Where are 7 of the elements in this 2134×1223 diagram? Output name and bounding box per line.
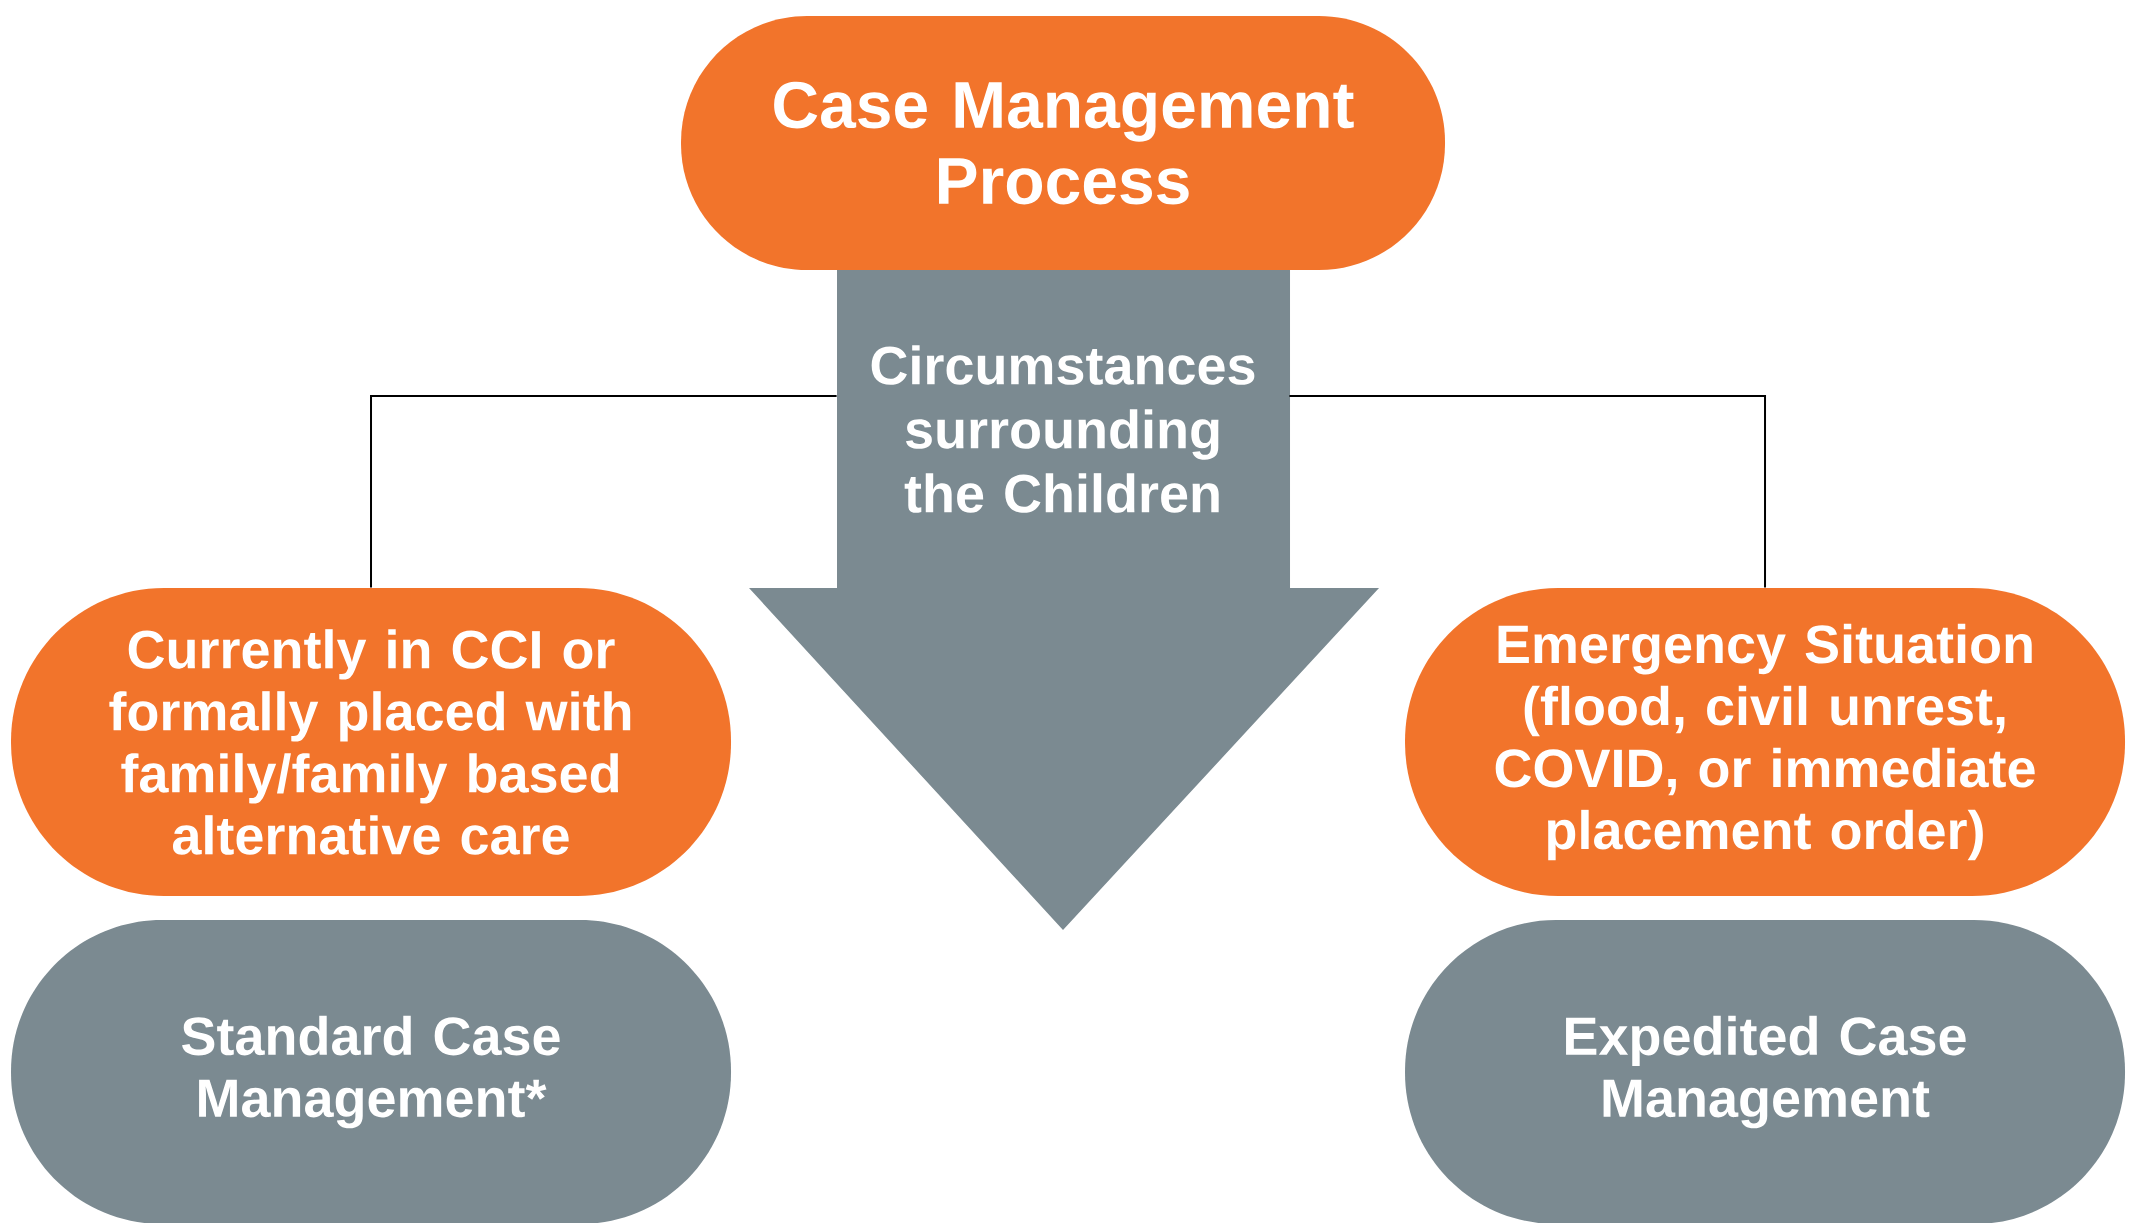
category-pill: Currently in CCI or formally placed with family/family based alternative care: [11, 588, 731, 896]
outcome-pill: Standard Case Management*: [11, 920, 731, 1223]
outcome-pill: Expedited Case Management: [1405, 920, 2125, 1223]
connector-line: [1288, 395, 1766, 589]
category-pill: Emergency Situation (flood, civil unrest, COVID, or immediate placement order): [1405, 588, 2125, 896]
connector-line: [370, 395, 838, 589]
process-pill: Case Management Process: [681, 16, 1445, 270]
